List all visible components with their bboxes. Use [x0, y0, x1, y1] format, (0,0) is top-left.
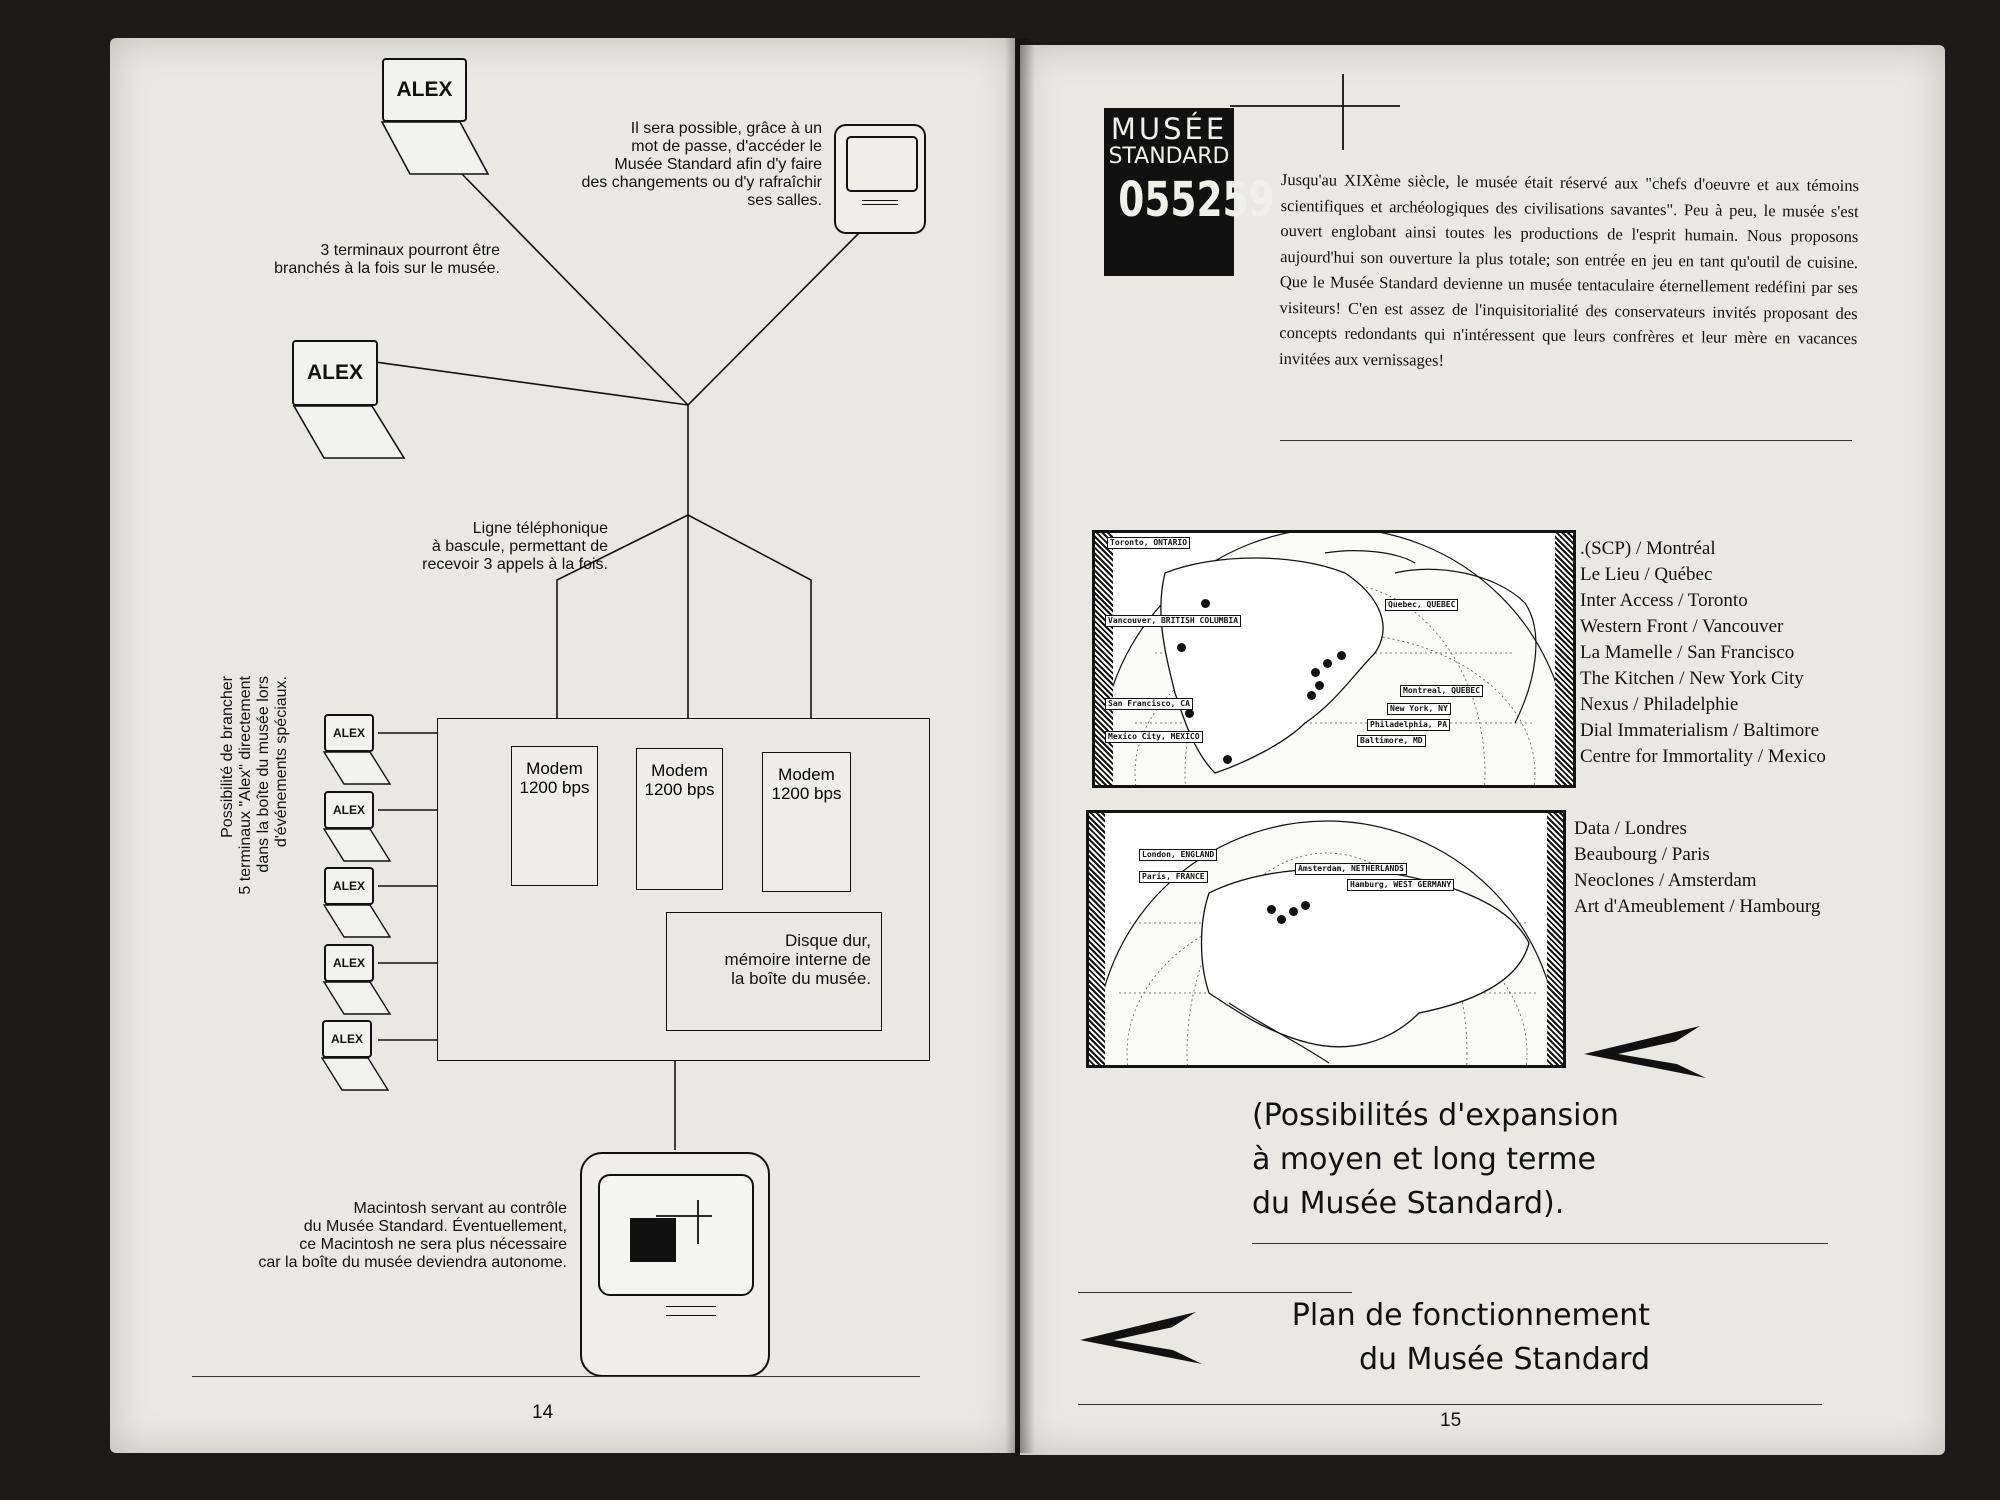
- map-label: Baltimore, MD: [1357, 735, 1426, 747]
- map-label: Paris, FRANCE: [1139, 871, 1208, 883]
- alex-terminal-label: ALEX: [306, 361, 363, 384]
- map-label: Montreal, QUEBEC: [1400, 685, 1484, 697]
- macintosh-control-icon: [580, 1152, 770, 1377]
- alex-terminal-middle: ALEX: [292, 340, 378, 406]
- map-label: Toronto, ONTARIO: [1107, 537, 1191, 549]
- city-dot: [1337, 651, 1346, 660]
- password-note: Il sera possible, grâce à un mot de pass…: [581, 120, 822, 209]
- city-dot: [1277, 915, 1286, 924]
- double-chevron-left-icon: [1584, 1026, 1706, 1078]
- modem-3: Modem 1200 bps: [762, 752, 851, 892]
- city-dot: [1311, 668, 1320, 677]
- musee-logo-icon: [630, 1218, 676, 1262]
- city-dot: [1223, 755, 1232, 764]
- three-terminals-note: 3 terminaux pourront être branchés à la …: [274, 242, 500, 277]
- alex-terminal-side-2: ALEX: [324, 791, 374, 829]
- map-label: Quebec, QUEBEC: [1385, 599, 1459, 611]
- modem-2: Modem 1200 bps: [636, 748, 723, 890]
- city-list-america: .(SCP) / Montréal Le Lieu / Québec Inter…: [1580, 538, 1826, 767]
- intro-paragraph: Jusqu'au XIXème siècle, le musée était r…: [1278, 169, 1860, 370]
- alex-terminal-side-3: ALEX: [324, 867, 374, 905]
- map-label: Philadelphia, PA: [1367, 719, 1451, 731]
- hard-disk-box: Disque dur, mémoire interne de la boîte …: [666, 912, 882, 1031]
- map-label: Amsterdam, NETHERLANDS: [1295, 863, 1407, 875]
- map-label: Mexico City, MEXICO: [1105, 731, 1203, 743]
- side-terminal-keyboards: [320, 751, 392, 1091]
- city-dot: [1201, 599, 1210, 608]
- five-terminals-note: Possibilité de brancher 5 terminaux "Ale…: [219, 676, 290, 895]
- city-dot: [1185, 709, 1194, 718]
- map-label: London, ENGLAND: [1139, 849, 1218, 861]
- modem-1: Modem 1200 bps: [511, 746, 598, 886]
- page-number-left: 14: [532, 1402, 554, 1423]
- left-page: [110, 38, 1015, 1453]
- city-dot: [1177, 643, 1186, 652]
- map-north-america: Toronto, ONTARIO Vancouver, BRITISH COLU…: [1092, 530, 1576, 788]
- map-europe: London, ENGLAND Paris, FRANCE Amsterdam,…: [1086, 810, 1566, 1068]
- macintosh-note: Macintosh servant au contrôle du Musée S…: [258, 1200, 567, 1271]
- alex-terminal-side-5: ALEX: [322, 1020, 372, 1058]
- map-label: San Francisco, CA: [1105, 698, 1193, 710]
- city-list-europe: Data / Londres Beaubourg / Paris Neoclon…: [1574, 818, 1821, 917]
- macintosh-remote-icon: [834, 124, 926, 234]
- city-dot: [1307, 691, 1316, 700]
- plan-top-rule: [1078, 1292, 1352, 1293]
- expansion-caption: (Possibilités d'expansion à moyen et lon…: [1252, 1098, 1619, 1221]
- alex-terminal-top: ALEX: [382, 58, 467, 122]
- plan-caption: Plan de fonctionnement du Musée Standard: [1291, 1298, 1650, 1377]
- phone-line-note: Ligne téléphonique à bascule, permettant…: [422, 520, 608, 573]
- map-label: Hamburg, WEST GERMANY: [1347, 879, 1455, 891]
- map-label: Vancouver, BRITISH COLUMBIA: [1105, 615, 1242, 627]
- book-gutter: [1005, 38, 1035, 1453]
- musee-standard-logo: MUSÉE STANDARD 055259: [1104, 108, 1275, 276]
- alex-keyboard-top: [380, 121, 490, 175]
- page-number-right: 15: [1440, 1410, 1462, 1431]
- alex-terminal-side-1: ALEX: [324, 714, 374, 752]
- city-dot: [1289, 907, 1298, 916]
- left-page-footer-rule: [192, 1376, 920, 1377]
- intro-rule: [1280, 440, 1852, 441]
- alex-terminal-side-4: ALEX: [324, 944, 374, 982]
- double-chevron-left-icon: [1080, 1312, 1202, 1364]
- city-dot: [1323, 659, 1332, 668]
- city-dot: [1267, 905, 1276, 914]
- right-page-footer-rule: [1078, 1404, 1822, 1405]
- logo-cross-mark: [1230, 74, 1400, 150]
- alex-terminal-label: ALEX: [396, 78, 453, 101]
- museum-box: [437, 718, 930, 1061]
- city-dot: [1301, 901, 1310, 910]
- alex-keyboard-middle: [292, 405, 406, 459]
- expansion-rule: [1252, 1243, 1828, 1244]
- city-dot: [1315, 681, 1324, 690]
- map-label: New York, NY: [1387, 703, 1451, 715]
